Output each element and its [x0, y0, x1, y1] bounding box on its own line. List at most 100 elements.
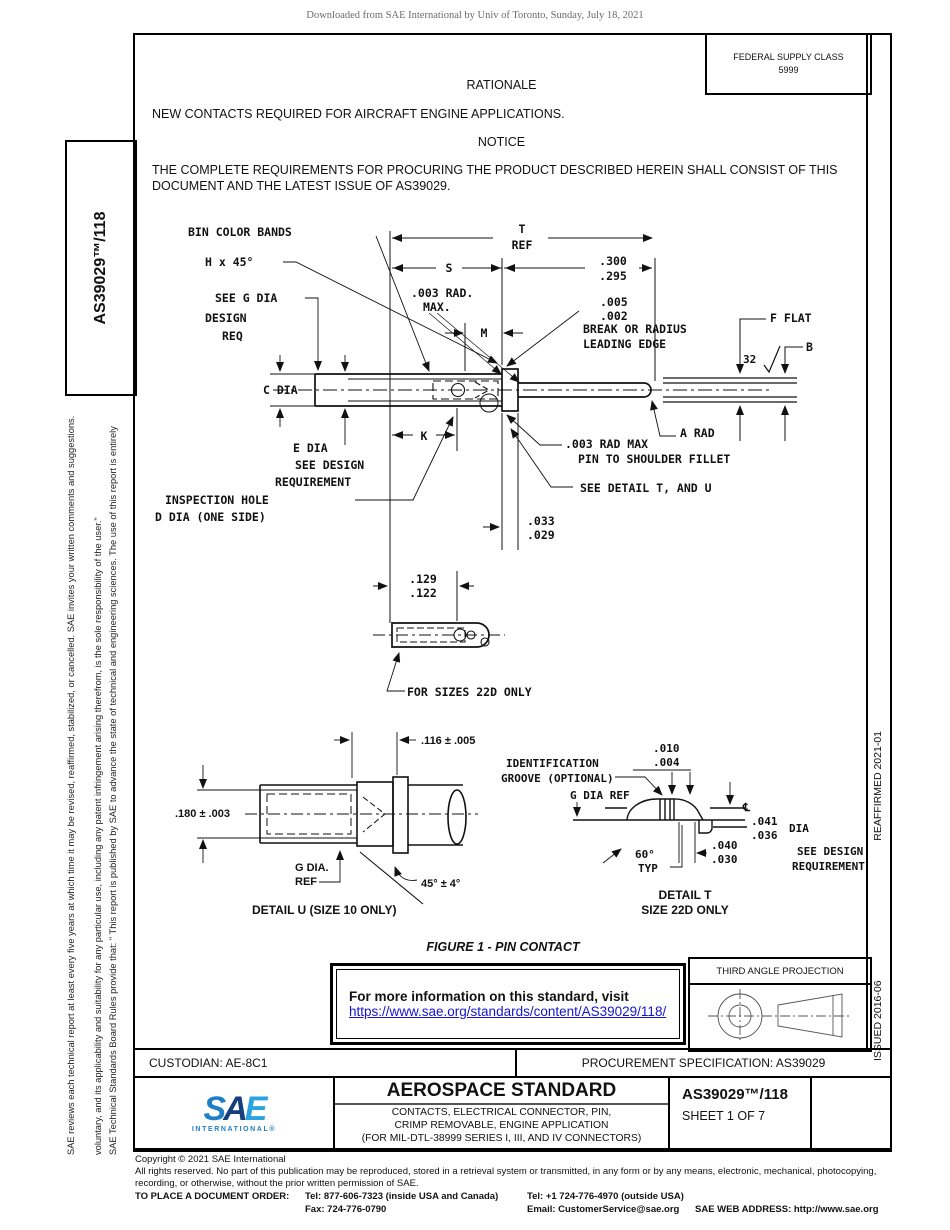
label-dim-004: .004 [653, 756, 680, 769]
label-s: S [446, 261, 453, 275]
drawing-labels: BIN COLOR BANDS H x 45° SEE G DIA DESIGN… [155, 222, 865, 917]
detail-t-view [573, 769, 747, 868]
caption-detail-t-1: DETAIL T [659, 888, 713, 902]
leader-lines [270, 235, 676, 692]
right-margin-rule [866, 35, 868, 1048]
more-info-text: For more information on this standard, v… [349, 989, 629, 1004]
side-tab: AS39029™/118 [65, 140, 137, 396]
label-see-design-2: REQUIREMENT [792, 860, 865, 873]
label-dim-122: .122 [409, 586, 437, 600]
label-dim-040: .040 [711, 839, 738, 852]
label-centerline-symbol: ℄ [742, 801, 751, 814]
standard-title-cell: AEROSPACE STANDARD CONTACTS, ELECTRICAL … [335, 1078, 670, 1149]
label-for-sizes-22d: FOR SIZES 22D ONLY [407, 685, 532, 699]
tel-inside-usa: Tel: 877-606-7323 (inside USA and Canada… [305, 1191, 499, 1202]
procurement-cell: PROCUREMENT SPECIFICATION: AS39029 [581, 1056, 826, 1070]
custodian-row: CUSTODIAN: AE-8C1 PROCUREMENT SPECIFICAT… [133, 1048, 892, 1078]
caption-detail-t-2: SIZE 22D ONLY [641, 903, 729, 917]
document-number-cell: AS39029™/118 SHEET 1 OF 7 [670, 1078, 812, 1149]
sae-logo-s: S [203, 1090, 227, 1129]
label-inspection-1: INSPECTION HOLE [165, 493, 269, 507]
notice-text: THE COMPLETE REQUIREMENTS FOR PROCURING … [152, 163, 838, 193]
more-info-box: For more information on this standard, v… [330, 963, 686, 1045]
label-see-g-dia-3: REQ [222, 329, 243, 343]
custodian-cell: CUSTODIAN: AE-8C1 [135, 1050, 517, 1076]
copyright-line: Copyright © 2021 SAE International [135, 1154, 286, 1165]
label-t-ref: REF [512, 238, 533, 252]
standard-url-link[interactable]: https://www.sae.org/standards/content/AS… [349, 1004, 667, 1019]
label-t: T [519, 222, 526, 236]
label-003-max: MAX. [423, 300, 451, 314]
reaffirmed-date: REAFFIRMED 2021-01 [872, 731, 884, 841]
label-see-design-1: SEE DESIGN [797, 845, 863, 858]
label-finish-32: 32 [743, 353, 756, 366]
caption-detail-u: DETAIL U (SIZE 10 ONLY) [252, 903, 396, 917]
label-dia: DIA [789, 822, 809, 835]
size-22d-view [373, 622, 505, 648]
subtitle-line-1: CONTACTS, ELECTRICAL CONNECTOR, PIN, [391, 1107, 612, 1118]
order-label: TO PLACE A DOCUMENT ORDER: [135, 1191, 290, 1202]
label-k: K [421, 429, 428, 443]
sae-logo-subtext: INTERNATIONAL® [191, 1125, 277, 1133]
label-dim-005: .005 [600, 295, 628, 309]
sae-logo: SAE INTERNATIONAL® [135, 1078, 335, 1149]
notice-heading: NOTICE [477, 135, 526, 149]
rationale-heading: RATIONALE [466, 78, 537, 92]
label-see-g-dia-2: DESIGN [205, 311, 247, 325]
label-a-rad: A RAD [680, 426, 715, 440]
federal-supply-class-box: FEDERAL SUPPLY CLASS 5999 [705, 33, 872, 95]
label-bin-color-bands: BIN COLOR BANDS [188, 225, 292, 239]
label-dim-300: .300 [599, 254, 627, 268]
subtitle-line-2: CRIMP REMOVABLE, ENGINE APPLICATION [394, 1119, 609, 1131]
web-address: SAE WEB ADDRESS: http://www.sae.org [695, 1204, 879, 1215]
label-dim-295: .295 [599, 269, 627, 283]
label-b: B [806, 340, 813, 354]
standard-subtitle: CONTACTS, ELECTRICAL CONNECTOR, PIN, CRI… [362, 1107, 642, 1146]
label-dim-029: .029 [527, 528, 555, 542]
tel-outside-usa: Tel: +1 724-776-4970 (outside USA) [527, 1191, 684, 1202]
rationale-text: NEW CONTACTS REQUIRED FOR AIRCRAFT ENGIN… [152, 107, 565, 121]
label-dim-033: .033 [527, 514, 555, 528]
email-address: Email: CustomerService@sae.org [527, 1204, 680, 1215]
label-c-dia: C DIA [263, 383, 298, 397]
label-e-dia-1: E DIA [293, 441, 328, 455]
title-block: SAE INTERNATIONAL® AEROSPACE STANDARD CO… [133, 1076, 892, 1152]
figure-caption: FIGURE 1 - PIN CONTACT [426, 940, 580, 954]
subtitle-line-3: (FOR MIL-DTL-38999 SERIES I, III, AND IV… [361, 1132, 642, 1144]
margin-rules-text-line-1: SAE Technical Standards Board Rules prov… [108, 426, 118, 1155]
label-break-2: LEADING EDGE [583, 337, 666, 351]
download-watermark: Downloaded from SAE International by Uni… [306, 10, 644, 21]
label-g-dia-u-2: REF [295, 876, 317, 888]
label-dim-129: .129 [409, 572, 437, 586]
label-fillet-1: .003 RAD MAX [565, 437, 648, 451]
label-ident-2: GROOVE (OPTIONAL) [501, 772, 614, 785]
third-angle-projection-icon [708, 989, 852, 1043]
margin-reviews-text: SAE reviews each technical report at lea… [66, 415, 76, 1155]
label-typ: TYP [638, 862, 658, 875]
label-dim-002: .002 [600, 309, 628, 323]
detail-u-view [197, 732, 478, 905]
fax-number: Fax: 724-776-0790 [305, 1204, 387, 1215]
label-e-dia-2: SEE DESIGN [295, 458, 364, 472]
label-see-detail: SEE DETAIL T, AND U [580, 481, 712, 495]
label-fillet-2: PIN TO SHOULDER FILLET [578, 452, 730, 466]
label-ident-1: IDENTIFICATION [506, 757, 599, 770]
rights-text: All rights reserved. No part of this pub… [135, 1166, 877, 1189]
fsc-value: 5999 [778, 65, 799, 75]
label-f-flat: F FLAT [770, 311, 812, 325]
margin-rules-text-line-2: voluntary, and its applicability and sui… [93, 517, 103, 1155]
title-divider [335, 1103, 668, 1105]
third-angle-projection-box: THIRD ANGLE PROJECTION [688, 957, 872, 1052]
label-dim-041: .041 [751, 815, 778, 828]
fsc-label: FEDERAL SUPPLY CLASS [733, 51, 844, 62]
pin-contact-main-view [273, 368, 797, 413]
sae-logo-e: E [244, 1090, 268, 1129]
label-inspection-2: D DIA (ONE SIDE) [155, 510, 266, 524]
label-45-deg: 45° ± 4° [421, 878, 460, 890]
projection-title: THIRD ANGLE PROJECTION [690, 959, 870, 985]
label-dim-180: .180 ± .003 [175, 808, 230, 820]
label-backing [400, 219, 639, 600]
document-number: AS39029™/118 [682, 1086, 788, 1103]
label-dim-036: .036 [751, 829, 778, 842]
